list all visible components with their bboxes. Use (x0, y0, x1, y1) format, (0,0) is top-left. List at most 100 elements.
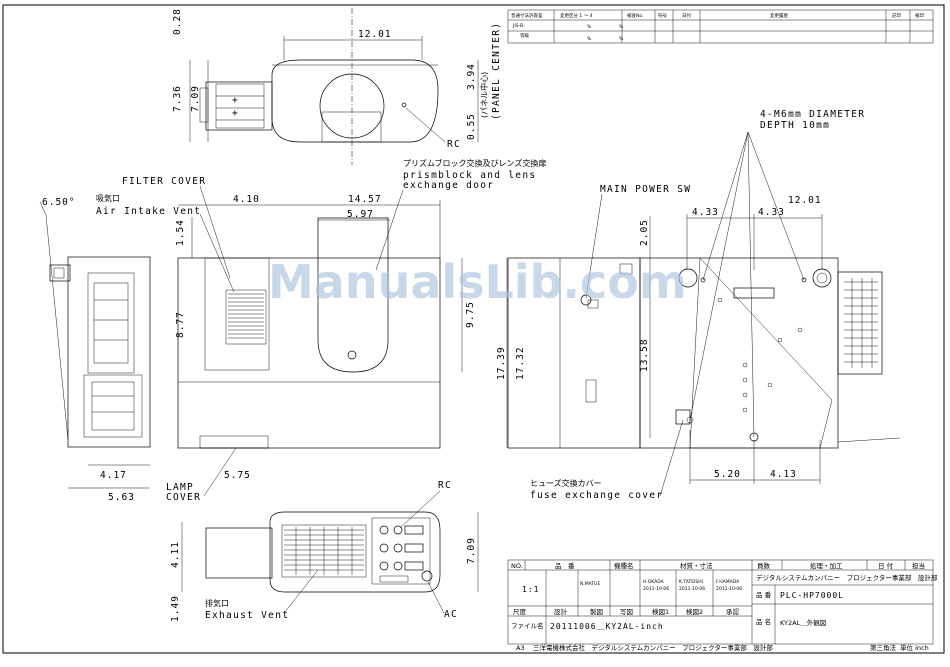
dim-top-width: 12.01 (358, 29, 392, 40)
label-exhaust-en: Exhaust Vent (205, 610, 289, 621)
tb-row-scale: 尺度 (513, 607, 527, 616)
rev-percent-3: % (587, 36, 592, 42)
rev-approver: 検印 (915, 12, 924, 19)
label-holes-1: 4-M6mm DIAMETER (760, 109, 865, 120)
tb-qty: 員数 (757, 561, 771, 570)
top-plus-2: + (232, 108, 239, 119)
dim-bottom-149: 1.49 (170, 595, 181, 622)
footer-unit: 単位 inch (900, 643, 929, 652)
side-view: 6.50° 4.17 5.63 (39, 197, 151, 503)
rev-standard: JIS-B- (512, 23, 525, 29)
dim-bottom-709: 7.09 (466, 537, 477, 564)
bottom-view: 4.11 1.49 7.09 RC 排気口 Exhaust Vent AC (170, 480, 479, 622)
label-main-power: MAIN POWER SW (600, 184, 691, 195)
dim-top-h2: 7.09 (190, 85, 201, 112)
dim-back-520: 5.20 (714, 469, 741, 480)
label-holes-2: DEPTH 10mm (760, 120, 830, 131)
label-ac: AC (444, 609, 458, 620)
label-air-intake-jp: 吸気口 (96, 193, 120, 203)
title-block: NO. 品 番 機種名 材質・寸法 員数 処理・加工 日 付 担当 1:1 N.… (507, 559, 938, 645)
label-exhaust-jp: 排気口 (205, 598, 229, 608)
label-fuse-jp: ヒューズ交換カバー (530, 478, 602, 488)
rev-symbol: 符号 (658, 12, 667, 19)
dim-back-1739: 17.39 (496, 346, 507, 380)
dim-back-205: 2.05 (639, 219, 650, 246)
tb-part-desc: 機種名 (614, 561, 634, 570)
tb-row-draw: 製図 (590, 607, 603, 616)
exhaust-grille (284, 527, 364, 575)
top-plus-1: + (232, 95, 239, 106)
tb-checker1-date: 2011-10-06 (643, 586, 669, 592)
dim-front-154: 1.54 (175, 219, 186, 246)
tb-row-approve: 承認 (726, 607, 740, 616)
tb-no: NO. (511, 562, 523, 570)
tb-designer: N.MATUE (580, 581, 600, 587)
rev-percent-1: % (587, 24, 592, 30)
label-rc-top: RC (447, 139, 461, 150)
rev-grade: 等級 (520, 32, 529, 39)
filter-grille (228, 293, 264, 339)
tb-date: 日 付 (878, 561, 894, 570)
dim-front-575: 5.75 (224, 470, 251, 481)
dim-top-rc: 0.55 (466, 113, 477, 140)
label-fuse-en: fuse exchange cover (530, 490, 663, 501)
top-view: + + 12.01 0.28 7.36 7.09 3.94 0.55 (パネル中… (172, 8, 502, 165)
dim-back-1732: 17.32 (515, 346, 526, 380)
dim-side-563: 5.63 (108, 492, 135, 503)
dim-side-417: 4.17 (100, 470, 127, 481)
rev-percent-4: % (619, 36, 624, 42)
tb-file-value: 20111006＿KY2AL-inch (550, 622, 664, 631)
dim-bottom-411: 4.11 (170, 541, 181, 568)
dim-top-center: 3.94 (466, 63, 477, 90)
tb-row-write: 写図 (620, 608, 633, 616)
label-lamp-cover1: LAMP (166, 482, 194, 493)
rev-history: 変更履歴 (770, 12, 788, 19)
dim-back-433a: 4.33 (692, 207, 719, 218)
dim-top-left-h: 0.28 (172, 8, 183, 35)
label-panel-center-en: (PANEL CENTER) (491, 22, 502, 120)
dim-back-433b: 4.33 (758, 207, 785, 218)
watermark: ManualsLib.com (268, 255, 687, 309)
footer-paper: A3 (516, 644, 525, 652)
dim-front-1457: 14.57 (348, 194, 382, 205)
tb-row-check2: 検図2 (686, 607, 703, 616)
dim-back-413: 4.13 (770, 469, 797, 480)
rev-inspection: 検査No. (627, 12, 643, 19)
tb-name-value: KY2AL＿外観図 (780, 618, 826, 627)
label-lamp-cover2: COVER (166, 492, 201, 503)
tb-part-name: 品 番 (555, 562, 575, 570)
dim-front-410: 4.10 (233, 194, 260, 205)
footer-projection: 第三角法 (870, 643, 897, 652)
label-air-intake-en: Air Intake Vent (96, 206, 201, 217)
tb-checker2: K.TATEISHI (679, 579, 703, 585)
label-prism-en2: exchange door (403, 180, 494, 191)
sheet-border (2, 4, 945, 654)
tb-checker2-date: 2011-10-06 (679, 586, 705, 592)
tb-file-label: ファイル名 (511, 621, 544, 630)
tb-checker3-date: 2011-10-06 (716, 586, 742, 592)
tb-charge: 担当 (912, 561, 925, 570)
dim-back-1201: 12.01 (788, 195, 822, 206)
tb-checker1: H.OKADA (643, 579, 665, 585)
rev-tolerance-label: 普通寸法許容差 (511, 12, 543, 19)
tb-material: 材質・寸法 (680, 561, 713, 570)
dim-back-1358: 13.58 (639, 338, 650, 372)
rev-class: 変更区分 1 ～ 4 (560, 12, 593, 19)
label-filter-cover: FILTER COVER (122, 176, 206, 187)
tb-checker3: F.HAMADA (716, 579, 740, 585)
rear-view: 17.39 17.32 2.05 13.58 4.33 4.33 12.01 5… (496, 109, 901, 501)
tb-name-label: 品 名 (756, 617, 771, 626)
dim-angle: 6.50° (42, 197, 76, 208)
rev-percent-2: % (619, 24, 624, 30)
tb-row-check1: 検図1 (652, 607, 669, 616)
label-prism-en1: prismblock and lens (403, 170, 536, 181)
front-view: 4.10 14.57 5.97 1.54 8.77 9.75 5.75 FILT… (96, 158, 546, 503)
label-rc-bottom: RC (438, 480, 452, 491)
rear-grille (844, 278, 878, 368)
dim-front-877: 8.77 (175, 311, 186, 338)
tb-row-design: 設計 (554, 607, 568, 616)
rev-date: 日付 (682, 12, 691, 19)
revision-table: 普通寸法許容差 JIS-B- 等級 変更区分 1 ～ 4 % % % % 検査N… (507, 9, 934, 44)
tb-scale: 1:1 (522, 585, 539, 594)
